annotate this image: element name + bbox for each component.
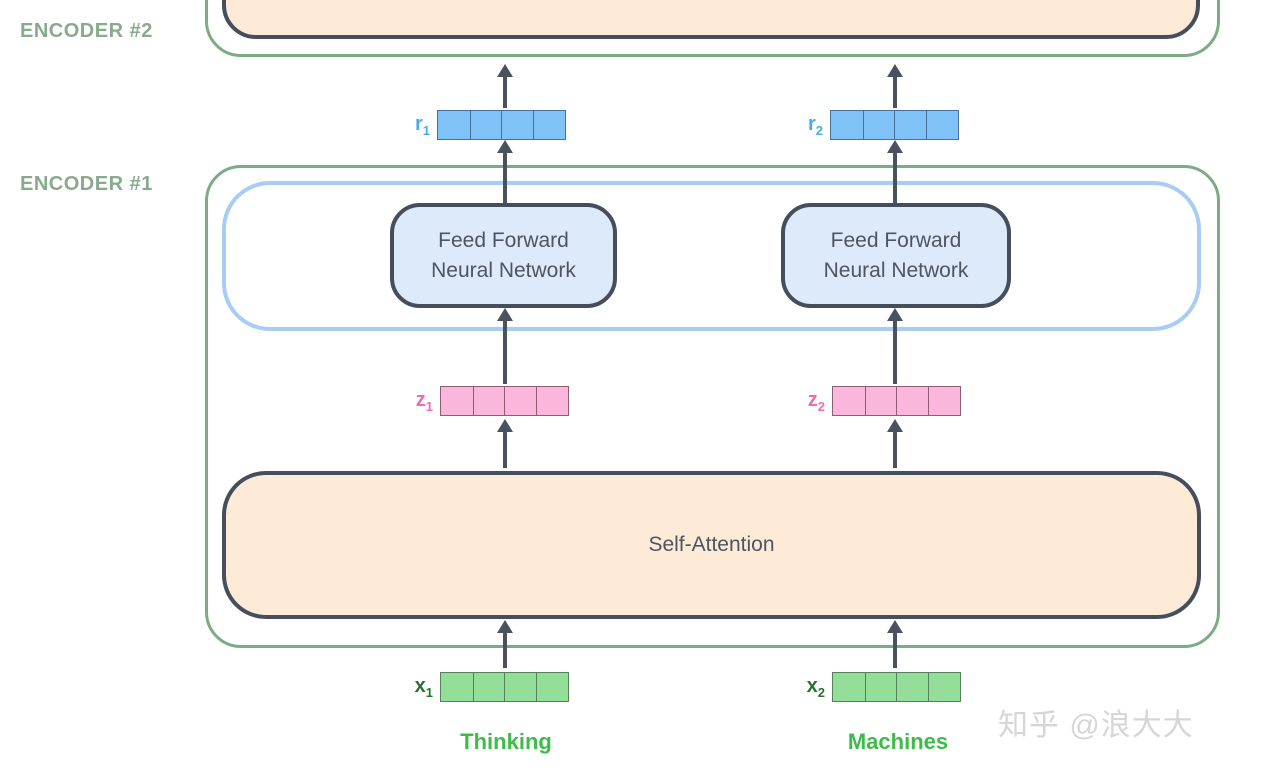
vector-cell [472,673,505,701]
vector-cell [533,111,565,139]
input-word-1: Thinking [460,729,552,754]
vector-cell [896,387,928,415]
arrow-up-icon [887,308,903,384]
feed-forward-box-2-line1: Feed Forward [830,228,962,252]
vector-cell [833,673,865,701]
vector-cell [536,673,568,701]
vector-cell [928,673,960,701]
vector-z1 [440,386,569,416]
arrow-up-icon [887,64,903,108]
vector-label-x2: x2 [806,675,825,700]
vector-label-z1: z1 [415,389,433,414]
vector-cell [926,111,958,139]
vector-cell [441,387,473,415]
vector-cell [862,111,895,139]
encoder1-label: ENCODER #1 [20,173,153,195]
vector-label-x1: x1 [414,675,433,700]
arrow-up-icon [497,64,513,108]
vector-label-r1: r1 [414,113,430,138]
feed-forward-layer-outline [222,181,1201,331]
vector-r1 [437,110,566,140]
self-attention-box: Self-Attention [222,471,1201,619]
vector-cell [501,111,533,139]
vector-cell [438,111,470,139]
vector-cell [504,673,536,701]
vector-cell [864,387,897,415]
feed-forward-box-1-line1: Feed Forward [438,228,569,252]
vector-cell [469,111,502,139]
arrow-up-icon [497,419,513,468]
vector-cell [536,387,568,415]
vector-cell [896,673,928,701]
vector-cell [504,387,536,415]
feed-forward-box-1: Feed Forward Neural Network [390,203,617,308]
arrow-up-icon [497,308,513,384]
arrow-up-icon [887,620,903,668]
vector-r2 [830,110,959,140]
vector-z2 [832,386,961,416]
vector-cell [833,387,865,415]
vector-label-z2: z2 [807,389,825,414]
vector-x2 [832,672,961,702]
arrow-up-icon [497,620,513,668]
vector-cell [864,673,897,701]
feed-forward-box-2: Feed Forward Neural Network [781,203,1011,308]
feed-forward-box-1-line2: Neural Network [431,258,576,282]
vector-cell [831,111,863,139]
vector-cell [472,387,505,415]
encoder2-self-attention-box [222,0,1200,39]
watermark-text: 知乎 @浪大大 [998,709,1194,742]
arrow-up-icon [497,140,513,204]
encoder2-label: ENCODER #2 [20,20,153,42]
vector-cell [441,673,473,701]
self-attention-label: Self-Attention [648,533,775,556]
input-word-2: Machines [847,729,949,754]
vector-x1 [440,672,569,702]
vector-label-r2: r2 [807,113,823,138]
arrow-up-icon [887,419,903,468]
arrow-up-icon [887,140,903,204]
vector-cell [928,387,960,415]
vector-cell [894,111,926,139]
feed-forward-box-2-line2: Neural Network [823,258,969,282]
